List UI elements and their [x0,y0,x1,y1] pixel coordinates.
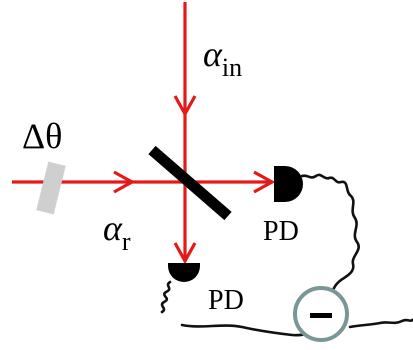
label-alpha-in: αin [203,34,242,82]
photodetector-icon [168,263,200,282]
output-beam-right [185,170,276,194]
label-delta-theta: Δθ [22,116,62,156]
label-alpha-r: αr [103,208,131,256]
reference-beam [12,170,185,194]
beam-splitter-icon [148,145,232,221]
phase-plate-icon [36,161,66,215]
wire-right-detector [300,173,360,292]
input-beam [173,2,197,180]
wire-output [348,318,413,329]
label-pd-bottom: PD [208,285,244,316]
wire-bottom [180,323,318,337]
subtractor-icon [293,286,349,342]
wire-bottom-detector-squiggle [160,280,172,314]
output-beam-down [173,182,197,265]
photodetector-icon [274,166,303,202]
label-pd-right: PD [263,216,299,247]
